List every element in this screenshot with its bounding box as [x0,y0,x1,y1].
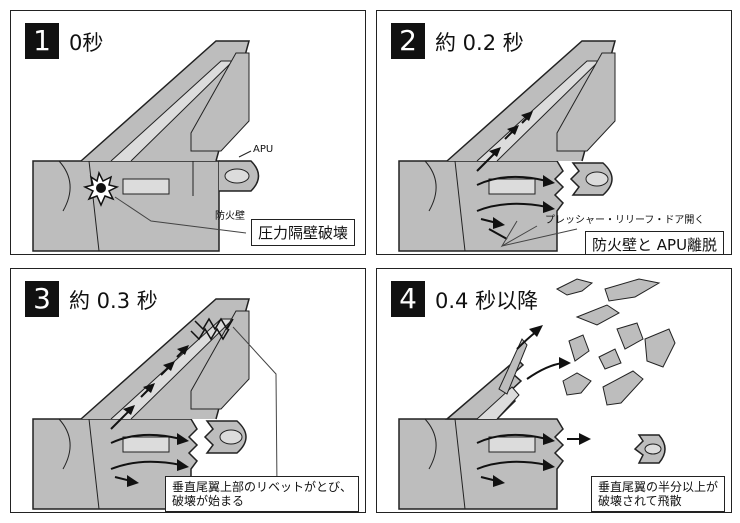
panel-time: 約 0.2 秒 [435,31,524,55]
panel-2: 2 約 0.2 秒 プレッシャー・リリーフ・ドア開く 防火壁と APU離脱 [376,10,732,255]
panel-number: 3 [25,281,59,317]
tail-drawing-4 [398,278,676,510]
panel-1: 1 0秒 APU 防火壁 圧力隔壁破壊 [10,10,366,255]
panel-time: 約 0.3 秒 [69,289,158,313]
panel-time: 0秒 [69,31,104,55]
caption-box: 防火壁と APU離脱 [585,231,725,254]
panel-4: 4 0.4 秒以降 垂直尾翼の半分以上が 破壊されて飛散 [376,268,732,513]
tail-drawing-1 [32,40,260,252]
panel-3: 3 約 0.3 秒 垂直尾翼上部のリベットがとび、 破壊が始まる [10,268,366,513]
tail-drawing-3 [32,298,278,510]
caption-line-1: 垂直尾翼の半分以上が [598,480,719,494]
tail-drawing-2 [398,40,616,252]
caption-line-2: 破壊が始まる [172,494,245,508]
caption-box: 圧力隔壁破壊 [251,219,356,246]
caption-box: 垂直尾翼の半分以上が 破壊されて飛散 [591,476,726,512]
caption-box: 垂直尾翼上部のリベットがとび、 破壊が始まる [165,476,360,512]
apu-label: APU [253,144,274,155]
panel-number: 2 [391,23,425,59]
relief-door-note: プレッシャー・リリーフ・ドア開く [545,215,705,226]
caption-line-1: 垂直尾翼上部のリベットがとび、 [172,480,353,494]
panel-number: 1 [25,23,59,59]
panel-time: 0.4 秒以降 [435,289,539,313]
caption-line-2: 破壊されて飛散 [598,494,682,508]
panel-number: 4 [391,281,425,317]
firewall-label: 防火壁 [215,211,245,222]
